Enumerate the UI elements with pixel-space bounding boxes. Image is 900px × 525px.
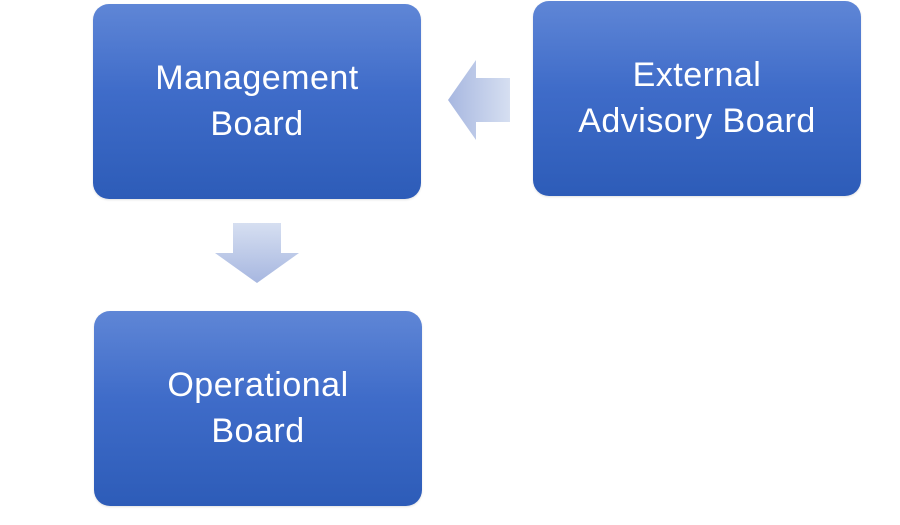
external-advisory-board-label-line-2: Advisory Board xyxy=(578,101,816,140)
left-arrow-icon xyxy=(448,60,510,140)
management-board-label-line-2: Board xyxy=(210,104,304,143)
management-board-label-line-1: Management xyxy=(155,58,359,97)
operational-board-label: Operational Board xyxy=(167,363,348,455)
management-board-box: Management Board xyxy=(93,4,421,199)
operational-board-box: Operational Board xyxy=(94,311,422,506)
down-arrow-icon xyxy=(215,223,299,283)
operational-board-label-line-2: Board xyxy=(211,411,305,450)
external-advisory-board-label-line-1: External xyxy=(632,55,762,94)
external-advisory-board-box: External Advisory Board xyxy=(533,1,861,196)
operational-board-label-line-1: Operational xyxy=(167,365,349,404)
external-advisory-board-label: External Advisory Board xyxy=(578,53,816,145)
management-board-label: Management Board xyxy=(155,56,358,148)
